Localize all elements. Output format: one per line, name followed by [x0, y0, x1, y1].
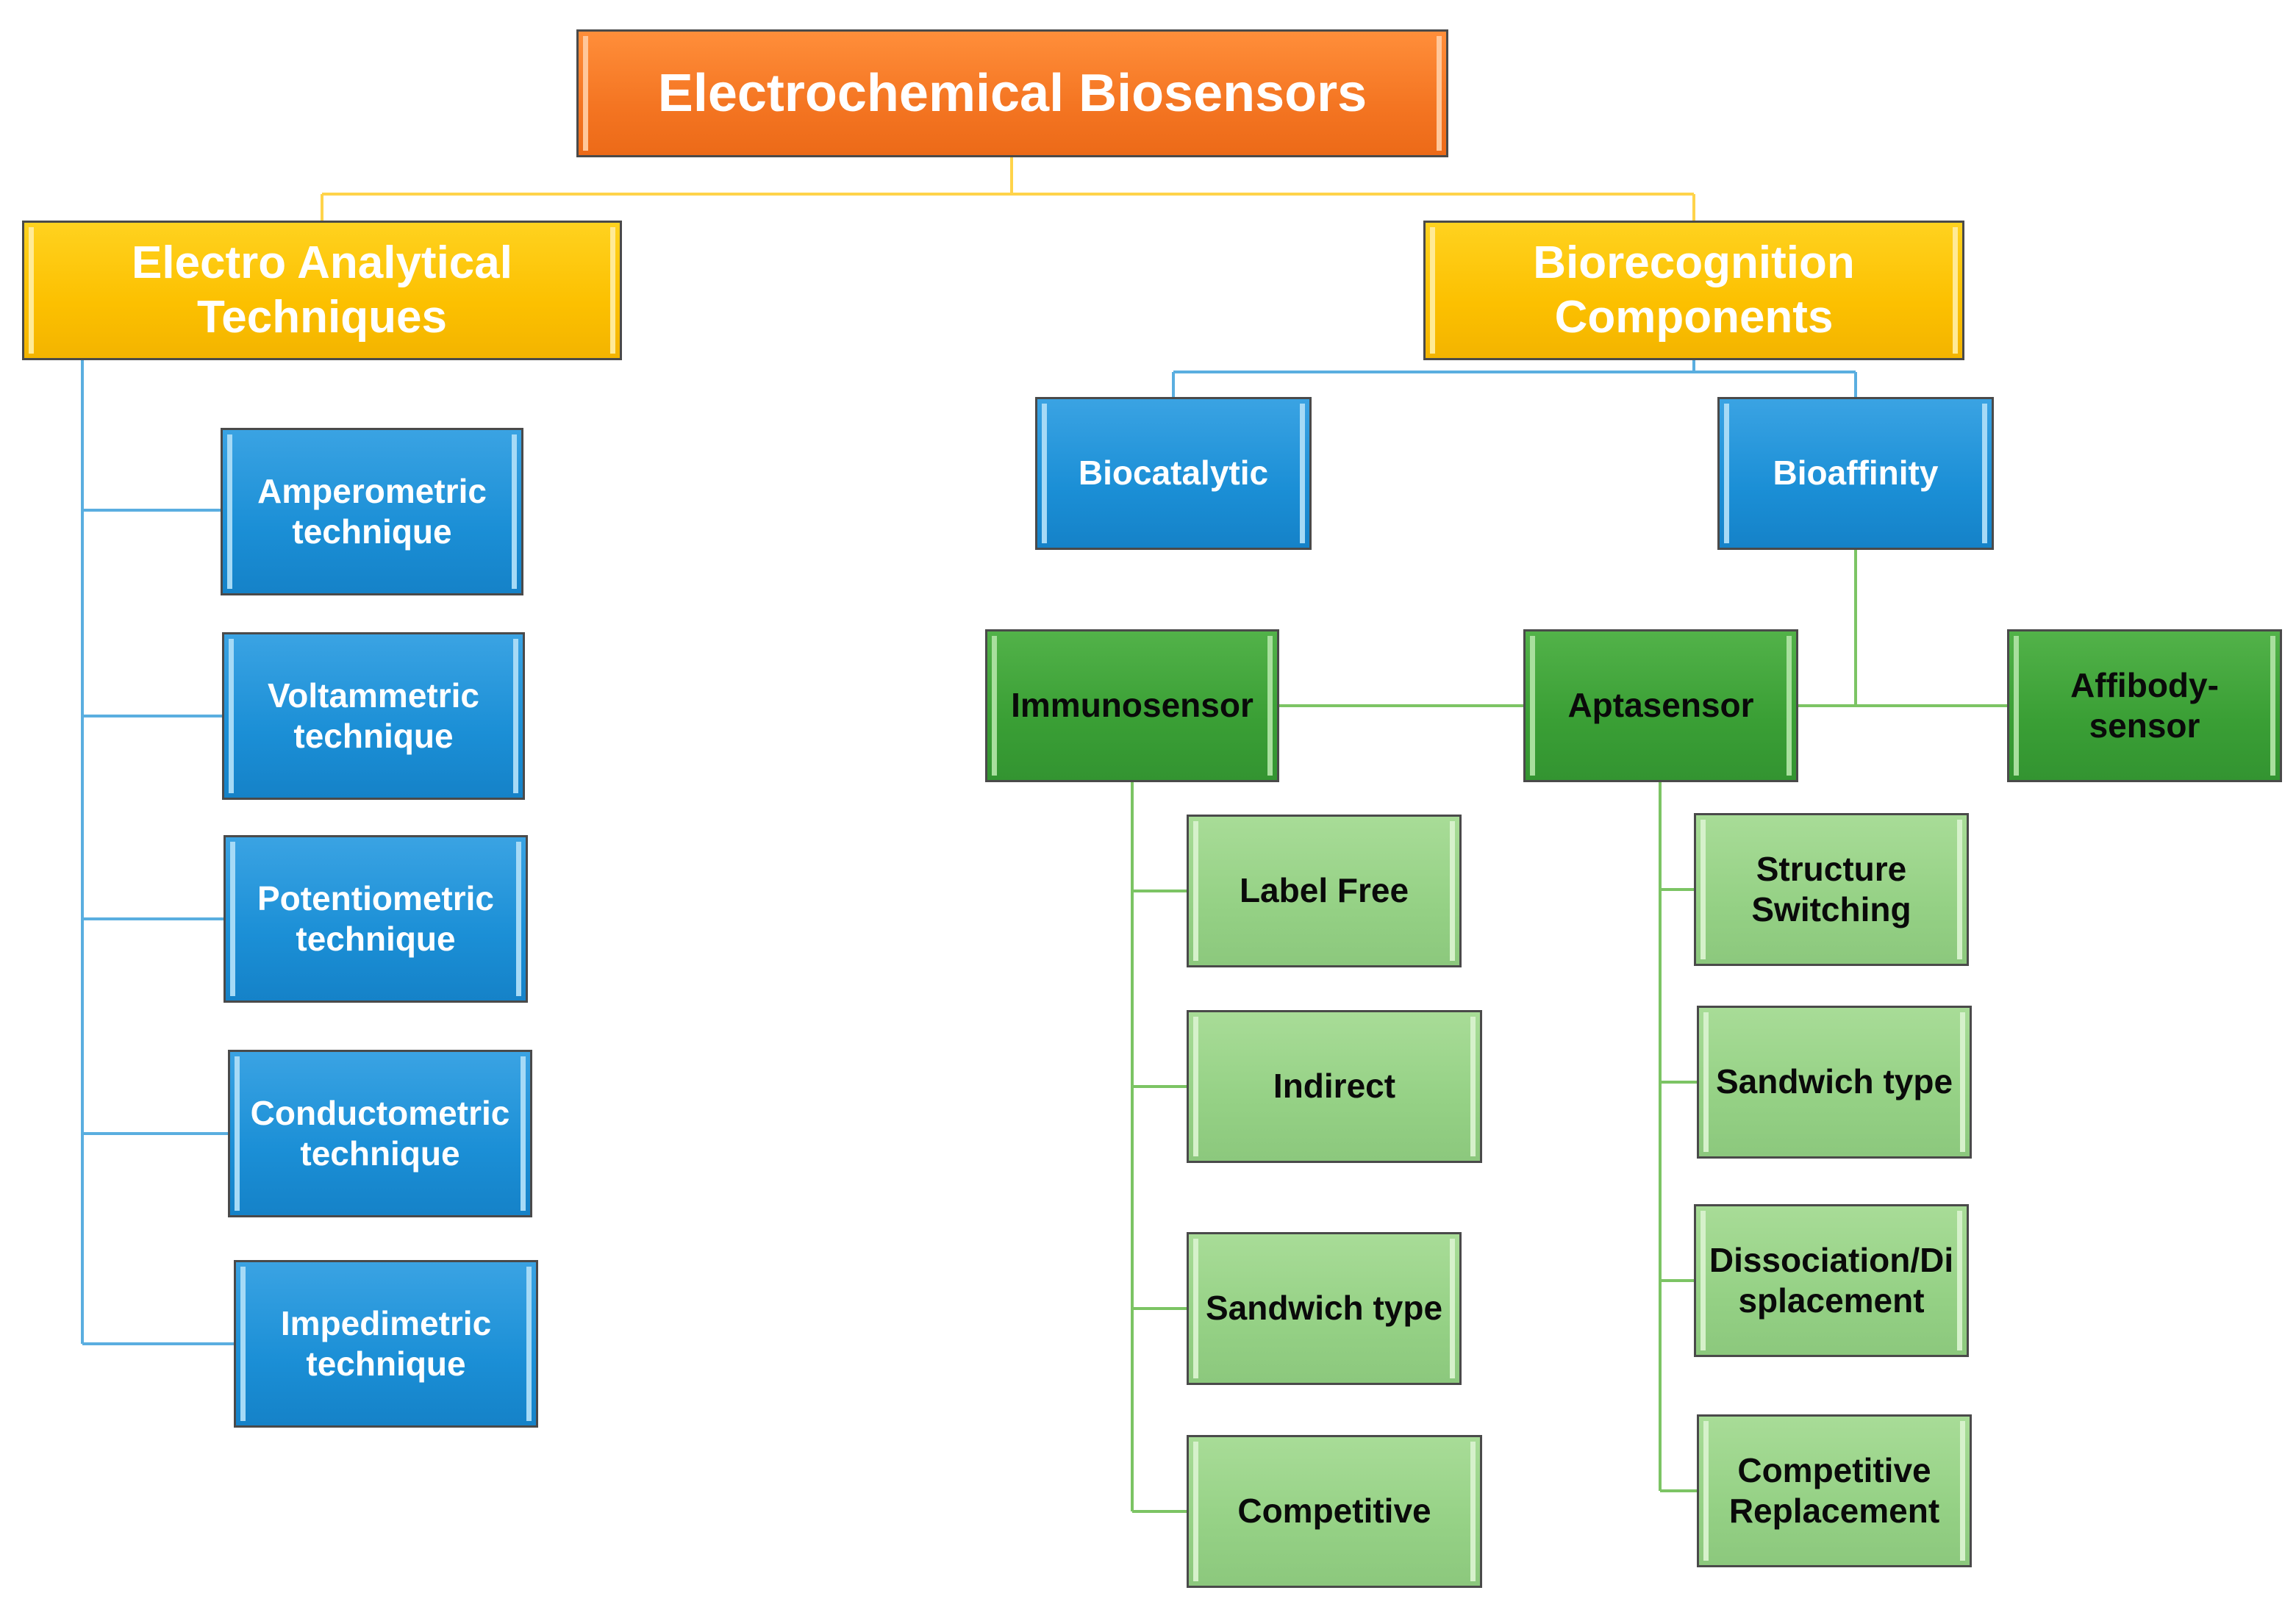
immunosensor-node: Immunosensor: [985, 629, 1279, 782]
category-biorecognition: Biorecognition Components: [1423, 221, 1964, 360]
immunosensor-type-label-free: Label Free: [1187, 815, 1462, 967]
immunosensor-type-competitive: Competitive: [1187, 1435, 1482, 1588]
connector-title-to-categories: [321, 157, 1695, 221]
connector-immunosensor-types: [1131, 782, 1187, 1513]
immunosensor-type-label: Label Free: [1239, 871, 1409, 910]
aptasensor-type-label: Dissociation/Displacement: [1709, 1240, 1954, 1320]
aptasensor-type-structure-switching: Structure Switching: [1694, 813, 1969, 966]
affibody-sensor-label: Affibody-sensor: [2070, 665, 2219, 745]
technique-label: Voltammetric technique: [267, 676, 480, 755]
biocatalytic-node: Biocatalytic: [1035, 397, 1312, 550]
category-label: Biorecognition Components: [1533, 237, 1855, 343]
biocatalytic-label: Biocatalytic: [1078, 454, 1269, 493]
bioaffinity-node: Bioaffinity: [1717, 397, 1994, 550]
aptasensor-type-sandwich: Sandwich type: [1697, 1006, 1972, 1159]
bioaffinity-label: Bioaffinity: [1773, 454, 1939, 493]
title-label: Electrochemical Biosensors: [657, 63, 1367, 123]
aptasensor-type-label: Competitive Replacement: [1728, 1450, 1940, 1530]
immunosensor-type-sandwich: Sandwich type: [1187, 1232, 1462, 1385]
immunosensor-type-label: Competitive: [1237, 1492, 1431, 1531]
connector-techniques: [81, 360, 234, 1345]
connector-aptasensor-types: [1659, 782, 1697, 1492]
technique-voltammetric: Voltammetric technique: [222, 632, 525, 800]
technique-amperometric: Amperometric technique: [221, 428, 523, 595]
title-node: Electrochemical Biosensors: [576, 29, 1448, 157]
technique-label: Potentiometric technique: [257, 878, 495, 958]
affibody-sensor-node: Affibody-sensor: [2007, 629, 2282, 782]
connector-biorecognition: [1172, 360, 1857, 397]
immunosensor-type-label: Indirect: [1273, 1067, 1396, 1106]
immunosensor-type-indirect: Indirect: [1187, 1010, 1482, 1163]
aptasensor-node: Aptasensor: [1523, 629, 1798, 782]
immunosensor-type-label: Sandwich type: [1205, 1289, 1443, 1328]
category-electro-analytical: Electro Analytical Techniques: [22, 221, 622, 360]
technique-impedimetric: Impedimetric technique: [234, 1260, 538, 1428]
connector-bioaffinity-sensors: [1279, 550, 2007, 707]
technique-conductometric: Conductometric technique: [228, 1050, 532, 1217]
aptasensor-type-competitive-replacement: Competitive Replacement: [1697, 1414, 1972, 1567]
technique-potentiometric: Potentiometric technique: [223, 835, 528, 1003]
aptasensor-label: Aptasensor: [1567, 686, 1754, 725]
aptasensor-type-label: Structure Switching: [1751, 849, 1911, 928]
technique-label: Conductometric technique: [250, 1093, 510, 1173]
technique-label: Impedimetric technique: [280, 1303, 492, 1383]
immunosensor-label: Immunosensor: [1011, 686, 1253, 725]
aptasensor-type-dissociation: Dissociation/Displacement: [1694, 1204, 1969, 1357]
category-label: Electro Analytical Techniques: [131, 237, 512, 343]
technique-label: Amperometric technique: [257, 471, 487, 551]
aptasensor-type-label: Sandwich type: [1715, 1062, 1953, 1101]
